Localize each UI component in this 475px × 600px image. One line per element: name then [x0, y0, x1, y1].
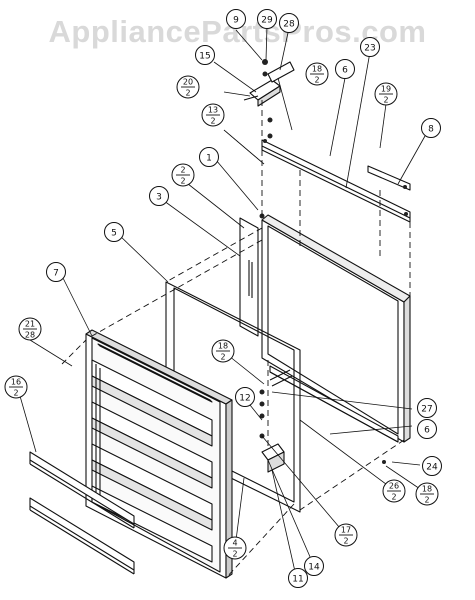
callout-quantity: 2 — [210, 117, 215, 126]
callout-c12: 12 — [235, 387, 255, 407]
callout-c7: 7 — [46, 262, 66, 282]
callout-circle — [235, 387, 255, 407]
callout-circle — [422, 456, 442, 476]
callout-number: 29 — [261, 16, 273, 26]
small-bracket — [367, 165, 411, 191]
callout-circle — [335, 59, 355, 79]
callout-c9: 9 — [226, 9, 246, 29]
callout-number: 1 — [206, 154, 212, 164]
callout-number: 27 — [421, 405, 432, 415]
callout-number: 18 — [312, 65, 322, 74]
callout-c13: 132 — [201, 103, 225, 127]
callout-c16: 162 — [4, 375, 28, 399]
callout-quantity: 2 — [180, 177, 185, 186]
callout-c2: 22 — [171, 163, 195, 187]
callout-circle — [304, 556, 324, 576]
callout-c17: 172 — [334, 523, 358, 547]
callout-number: 13 — [208, 106, 218, 115]
callout-quantity: 2 — [391, 493, 396, 502]
callout-c28: 28 — [279, 13, 299, 33]
callout-c20: 202 — [176, 75, 200, 99]
callout-c14: 14 — [304, 556, 324, 576]
callout-c8: 8 — [421, 118, 441, 138]
callout-c11: 11 — [288, 568, 308, 588]
vertical-stile — [239, 213, 265, 337]
callout-number: 17 — [341, 526, 351, 535]
door-bars — [29, 451, 135, 575]
callout-c23: 23 — [360, 37, 380, 57]
callout-c6b: 6 — [417, 419, 437, 439]
callout-quantity: 2 — [314, 76, 319, 85]
top-hinge — [243, 59, 295, 139]
callout-quantity: 2 — [232, 550, 237, 559]
callout-circle — [195, 45, 215, 65]
callout-number: 3 — [156, 193, 162, 203]
callout-c15: 15 — [195, 45, 215, 65]
top-trim-strip — [261, 139, 411, 223]
callout-c4: 42 — [223, 536, 247, 560]
callout-circle — [104, 222, 124, 242]
callout-number: 26 — [389, 482, 399, 491]
callout-c24: 24 — [422, 456, 442, 476]
callout-number: 28 — [283, 20, 295, 30]
callout-quantity: 2 — [424, 496, 429, 505]
callout-circle — [360, 37, 380, 57]
cabinet-frame — [261, 214, 411, 443]
callout-circle — [288, 568, 308, 588]
callout-number: 19 — [381, 85, 391, 94]
callout-number: 2 — [180, 166, 185, 175]
callout-number: 16 — [11, 378, 21, 387]
callout-circle — [279, 13, 299, 33]
callout-c18c: 182 — [415, 482, 439, 506]
callout-number: 15 — [199, 52, 210, 62]
assembly-guides — [61, 100, 411, 579]
callout-number: 11 — [292, 575, 303, 585]
callout-c6a: 6 — [335, 59, 355, 79]
callout-number: 6 — [424, 426, 430, 436]
callout-c27: 27 — [417, 398, 437, 418]
callout-c5: 5 — [104, 222, 124, 242]
callout-number: 23 — [364, 44, 375, 54]
callout-quantity: 2 — [343, 537, 348, 546]
callout-number: 20 — [183, 78, 193, 87]
callout-quantity: 2 — [13, 389, 18, 398]
callout-quantity: 28 — [25, 331, 35, 340]
callout-number: 7 — [53, 269, 59, 279]
callout-c18b: 182 — [211, 339, 235, 363]
callout-quantity: 2 — [383, 96, 388, 105]
callout-circle — [417, 419, 437, 439]
callout-number: 5 — [111, 229, 117, 239]
callout-quantity: 2 — [220, 353, 225, 362]
callout-number: 18 — [422, 485, 432, 494]
callout-number: 24 — [426, 463, 438, 473]
callout-number: 8 — [428, 125, 434, 135]
callout-c29: 29 — [257, 9, 277, 29]
callout-quantity: 2 — [185, 89, 190, 98]
callout-number: 14 — [308, 563, 320, 573]
callout-number: 18 — [218, 342, 228, 351]
callout-number: 9 — [233, 16, 239, 26]
callout-c1: 1 — [199, 147, 219, 167]
callout-number: 21 — [25, 320, 35, 329]
callout-number: 6 — [342, 66, 348, 76]
callout-circle — [257, 9, 277, 29]
callout-circle — [199, 147, 219, 167]
callout-circle — [417, 398, 437, 418]
door-liner — [85, 329, 233, 579]
callout-number: 12 — [239, 394, 250, 404]
callout-c26: 262 — [382, 479, 406, 503]
callout-circle — [149, 186, 169, 206]
callout-circle — [46, 262, 66, 282]
callout-c19: 192 — [374, 82, 398, 106]
callout-c3: 3 — [149, 186, 169, 206]
callout-circle — [421, 118, 441, 138]
callout-circle — [226, 9, 246, 29]
bottom-trim-strip — [269, 365, 399, 443]
callout-number: 4 — [232, 539, 237, 548]
callout-c18a: 182 — [305, 62, 329, 86]
